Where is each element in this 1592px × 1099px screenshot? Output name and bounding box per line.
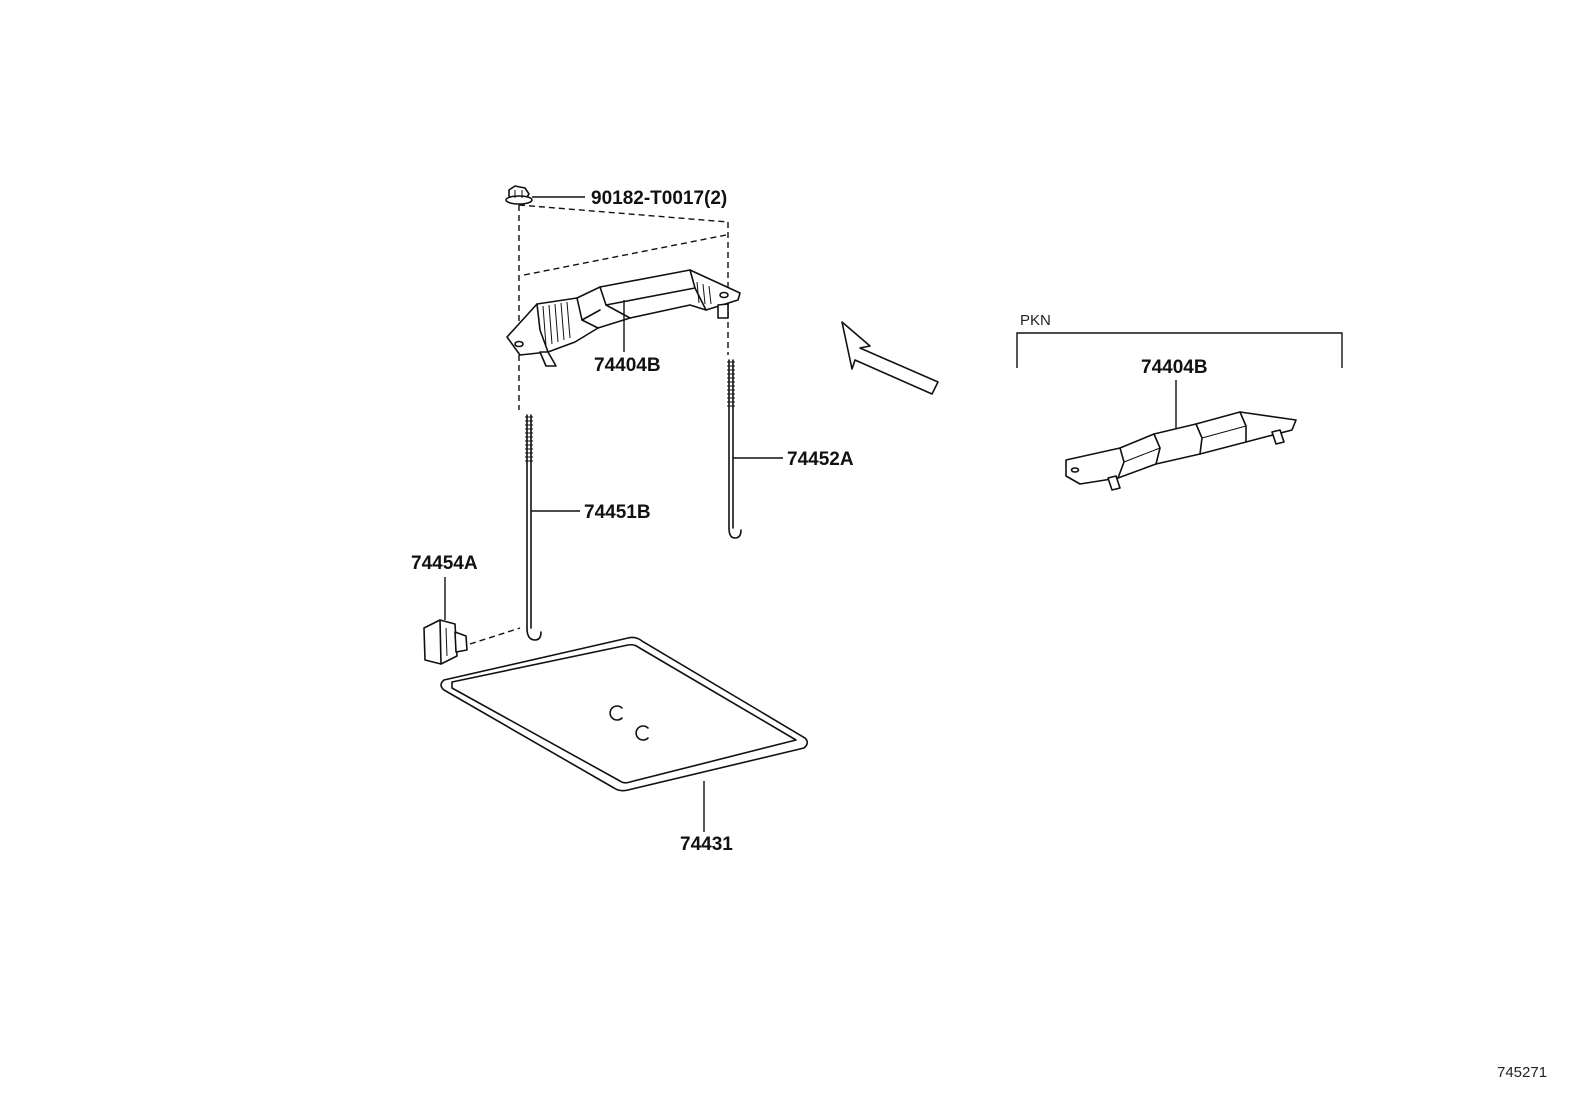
- hook-block-part: [423, 619, 468, 665]
- clamp-part-number: 74404B: [594, 355, 661, 376]
- rod-right-part-number: 74452A: [787, 449, 854, 470]
- bolt-part: [505, 185, 533, 205]
- clamp-variant-part-number: 74404B: [1141, 357, 1208, 378]
- hook-block-part-number: 74454A: [411, 553, 478, 574]
- clamp-variant-part: [1065, 411, 1297, 491]
- rod-left-part: [525, 414, 542, 641]
- rod-left-part-number: 74451B: [584, 502, 651, 523]
- tray-part-number: 74431: [680, 834, 733, 855]
- figure-number: 745271: [1497, 1064, 1547, 1081]
- bolt-part-number: 90182-T0017(2): [591, 188, 727, 209]
- tray-part: [440, 636, 809, 792]
- view-direction-arrow: [841, 321, 939, 395]
- assembly-line: [518, 204, 729, 223]
- variant-bracket: [1016, 332, 1343, 368]
- rod-right-part: [727, 359, 742, 539]
- variant-code: PKN: [1020, 312, 1051, 329]
- assembly-line: [523, 234, 727, 276]
- assembly-line: [469, 627, 521, 645]
